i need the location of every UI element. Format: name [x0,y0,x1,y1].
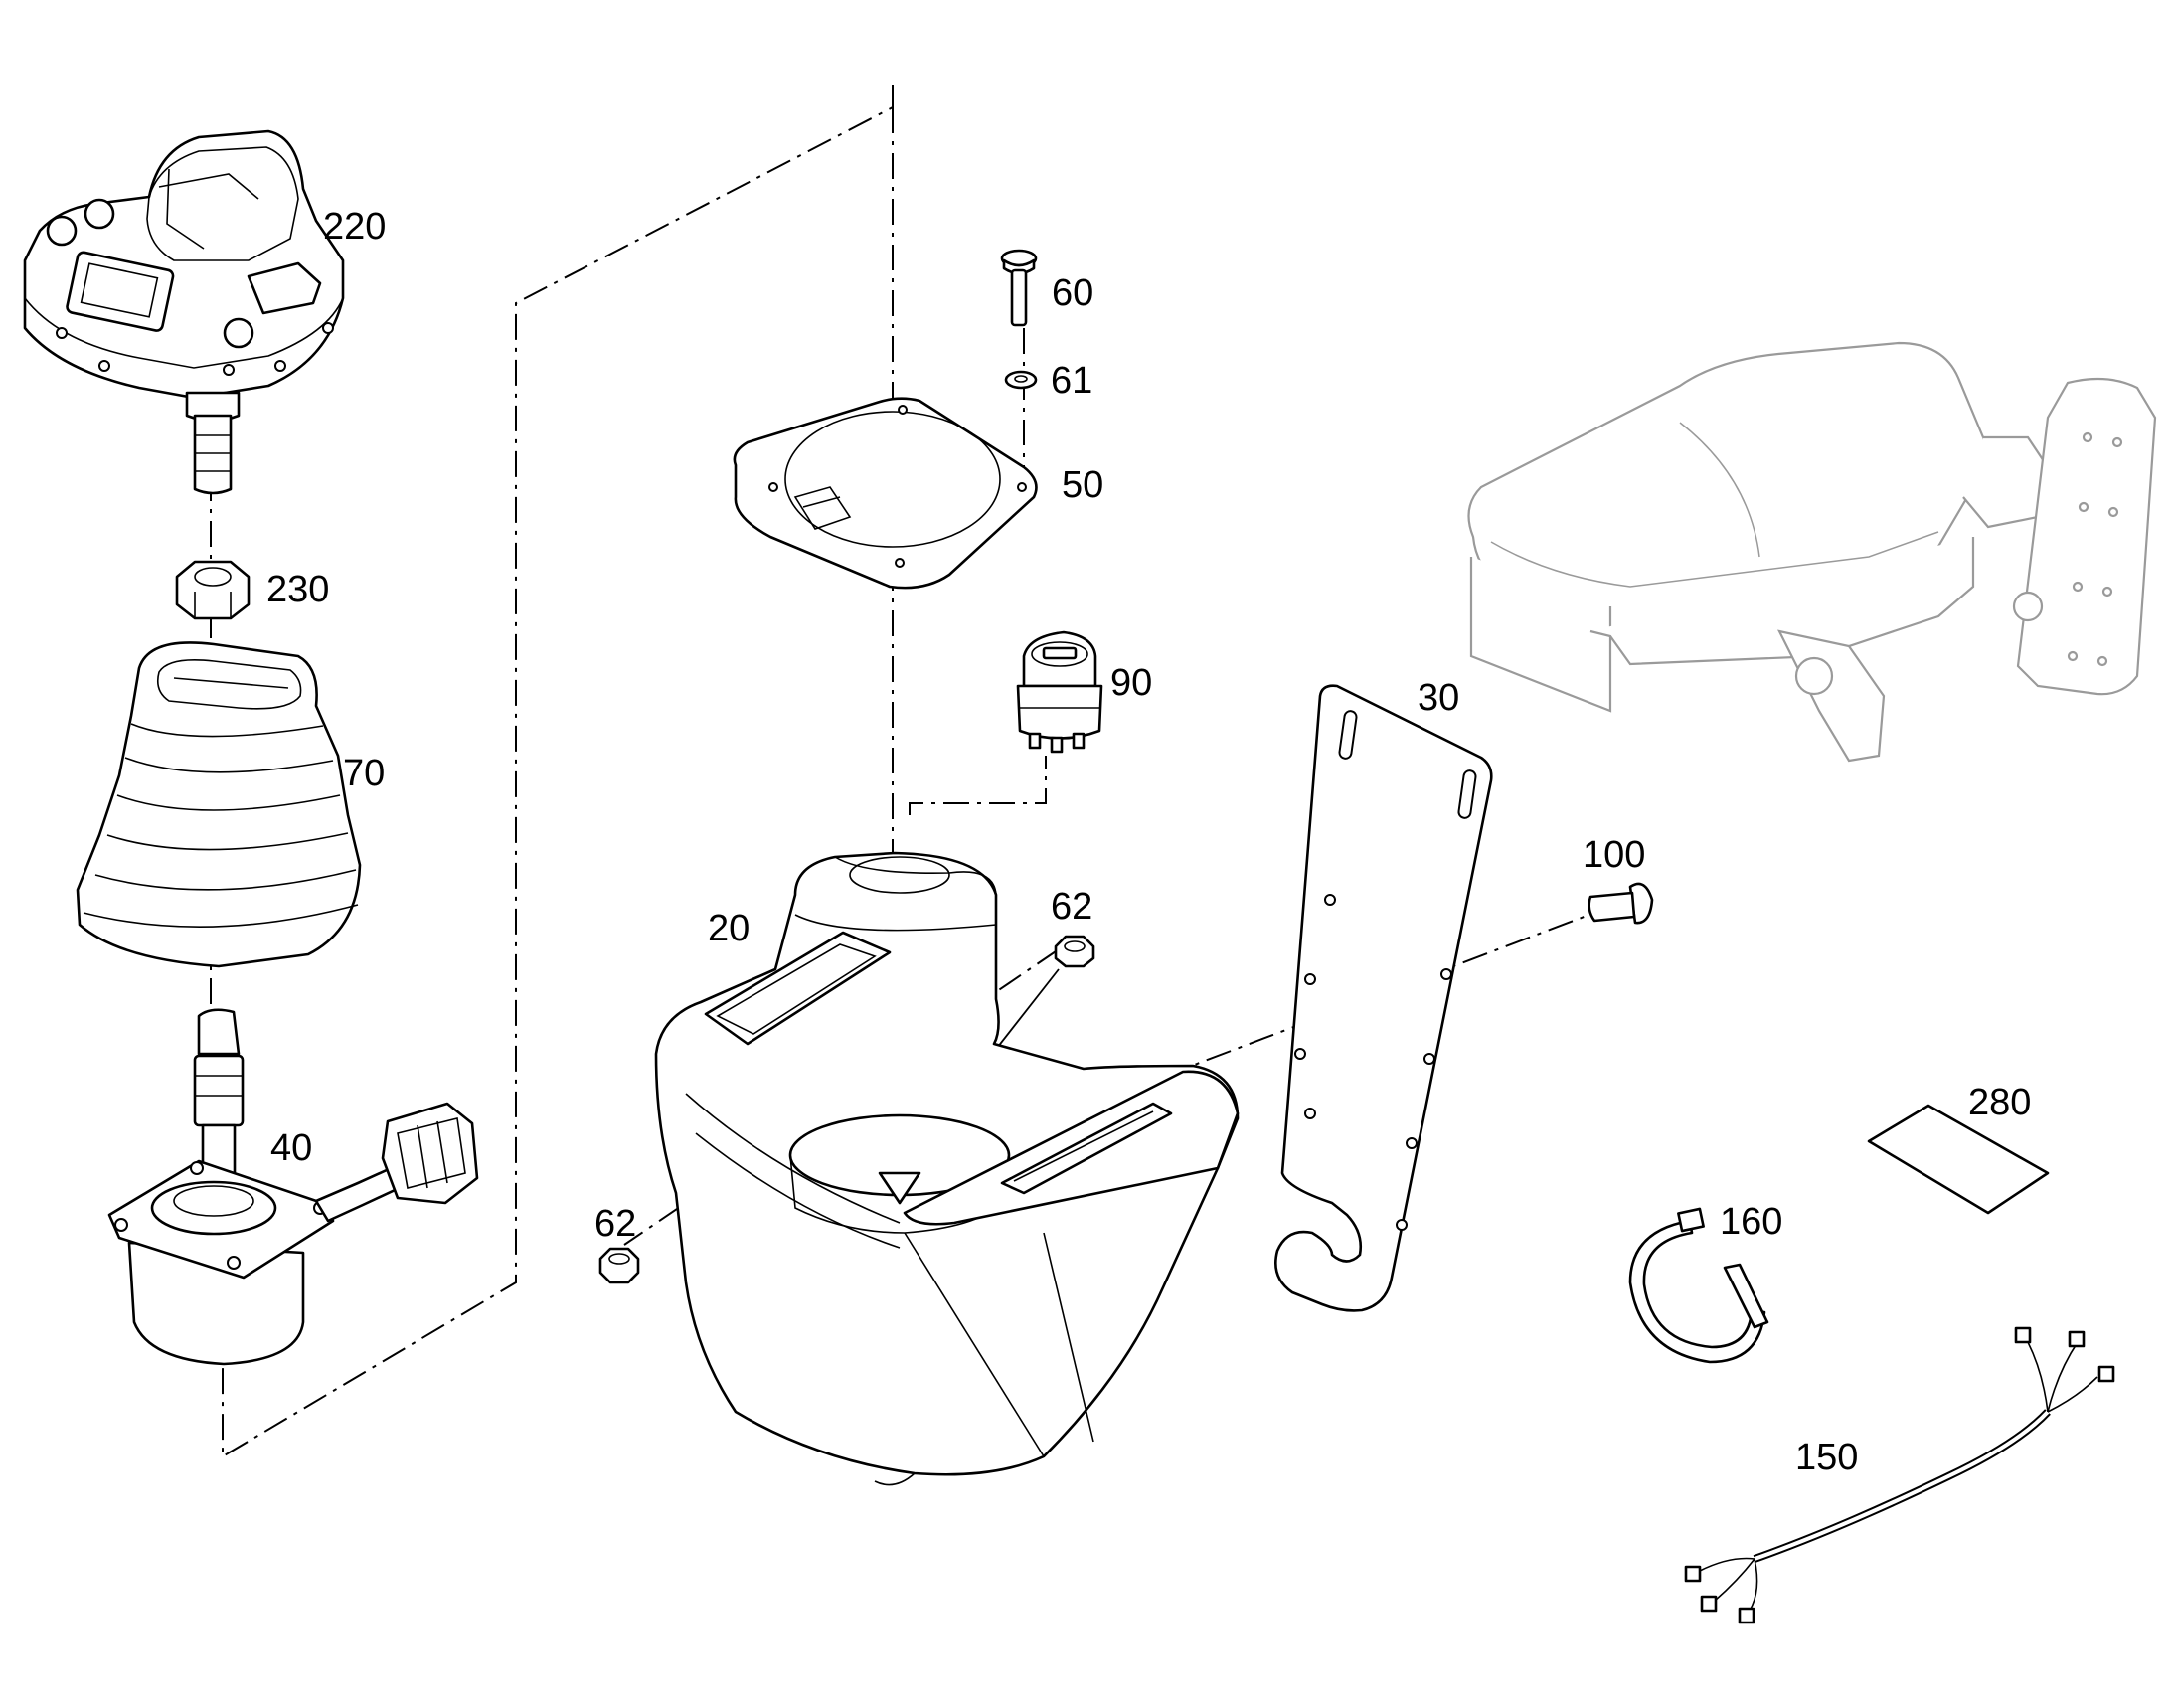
wiring-harness [1684,1326,2115,1624]
seat-reference [1467,341,2157,763]
ignition-switch [1016,630,1103,754]
nut-upper [1054,935,1095,968]
washer [1004,370,1038,390]
rubber-bellows-boot [76,641,362,968]
callout-220: 220 [323,206,387,248]
carriage-bolt [1588,882,1654,925]
mounting-bracket [1274,684,1493,1312]
control-console-housing [654,851,1240,1486]
joystick-valve-unit [107,1008,479,1366]
callout-100: 100 [1583,834,1646,876]
callout-61: 61 [1051,360,1093,402]
callout-30: 30 [1418,677,1460,719]
callout-230: 230 [266,569,330,610]
callout-160: 160 [1720,1201,1783,1243]
callout-70: 70 [343,753,386,794]
callout-20: 20 [708,908,751,949]
callout-150: 150 [1795,1437,1859,1478]
hex-nut [175,560,251,620]
callout-90: 90 [1110,662,1153,704]
callout-62-upper: 62 [1051,886,1093,928]
callout-60: 60 [1052,272,1094,314]
callout-50: 50 [1062,464,1104,506]
callout-280: 280 [1968,1082,2032,1123]
callout-40: 40 [270,1127,313,1169]
cover-plate [733,397,1038,590]
joystick-grip-handle [23,129,345,495]
label-sticker [1867,1104,2050,1215]
screw [1000,249,1038,327]
nut-lower [598,1247,640,1284]
callout-62-lower: 62 [594,1203,637,1245]
cable-tie [1628,1207,1769,1364]
